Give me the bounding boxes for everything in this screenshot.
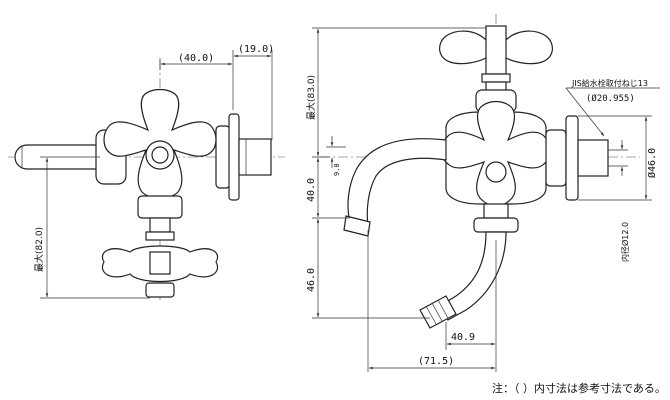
dim-label-46: 46.0 <box>306 268 317 292</box>
top-handle-ring <box>481 73 511 83</box>
dim-label-19: (19.0) <box>238 44 274 55</box>
dim-label-phi46: Ø46.0 <box>646 148 658 178</box>
dim-label-40v: 40.0 <box>306 178 317 202</box>
front-handle-screw <box>485 161 507 183</box>
wall-flange-front <box>565 115 579 201</box>
stem-neck <box>149 217 171 233</box>
thread-note-2: (Ø20.955) <box>586 93 635 104</box>
lower-handle-nut <box>145 282 175 298</box>
top-handle-hub <box>485 25 507 75</box>
left-view: (40.0) (19.0) 最大(82.0) <box>8 44 285 300</box>
stem-body <box>137 195 183 219</box>
dim-label-phi12: 内径Ø12.0 <box>620 222 630 262</box>
stem-ring <box>145 231 175 241</box>
lower-handle-hub <box>149 251 171 275</box>
hose-nozzle <box>419 295 457 329</box>
thread-note-1: JIS給水栓取付ねじ13 <box>571 78 648 88</box>
footer-note: 注：（ ）内寸法は参考寸法である。 <box>492 381 666 395</box>
leader-arrow <box>565 87 605 137</box>
thread-nipple-front <box>577 139 609 177</box>
lower-handle <box>473 217 519 233</box>
right-view: 最大(83.0) 40.0 46.0 9.0 40.9 (71.5) JIS給水… <box>305 14 660 372</box>
wall-flange <box>228 113 240 201</box>
dim-label-82: 最大(82.0) <box>33 227 45 272</box>
front-cross-handle <box>441 100 551 207</box>
dim-label-40: (40.0) <box>178 53 214 64</box>
lower-spout <box>439 231 507 321</box>
upper-spout <box>347 138 447 227</box>
dim-label-71-5: (71.5) <box>418 356 454 367</box>
handle-screw <box>151 146 169 164</box>
lower-stem <box>483 203 509 219</box>
dim-label-83: 最大(83.0) <box>305 75 317 120</box>
body-right <box>215 125 231 189</box>
dim-label-9: 9.0 <box>333 163 341 176</box>
thread-nipple <box>238 138 272 176</box>
body-right-boss <box>545 129 567 187</box>
dim-label-40-9: 40.9 <box>451 332 475 343</box>
